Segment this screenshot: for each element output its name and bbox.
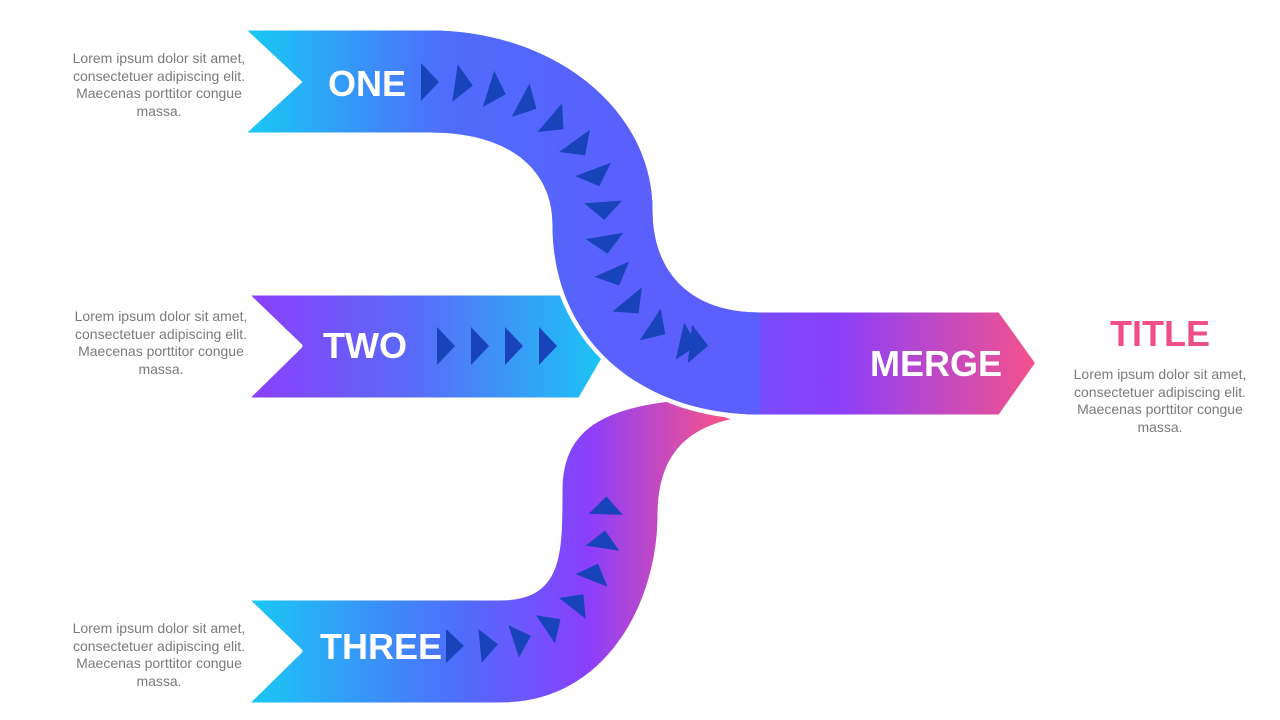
chevron-three [559,594,586,619]
chevron-one [420,63,439,101]
branch-three-shape [242,395,743,708]
chevrons-three [446,496,623,663]
chevron-three [575,563,608,587]
title-heading: TITLE [1110,313,1210,354]
branch-two-shape [242,290,615,403]
description-three: Lorem ipsum dolor sit amet, consectetuer… [72,620,246,689]
chevron-three [446,629,464,663]
title-description: Lorem ipsum dolor sit amet, consectetuer… [1073,366,1247,435]
label-one: ONE [328,63,406,104]
chevron-one [452,64,473,102]
chevron-three [536,615,561,644]
chevron-one [612,287,642,314]
chevron-one [537,103,564,132]
chevron-one [559,129,590,156]
label-two: TWO [323,325,407,366]
description-two: Lorem ipsum dolor sit amet, consectetuer… [74,308,248,377]
chevron-one [639,308,666,341]
chevron-one [688,325,708,363]
label-merge: MERGE [870,343,1002,384]
chevron-two [471,327,489,365]
chevron-three [508,625,531,658]
chevron-one [584,200,622,220]
chevron-one [575,162,611,187]
chevron-one [511,83,537,117]
description-one: Lorem ipsum dolor sit amet, consectetuer… [72,50,246,119]
chevron-two [437,327,455,365]
chevron-one [675,322,698,360]
chevrons-two [437,327,557,365]
chevron-one [585,232,624,254]
chevron-one [482,70,506,107]
branch-one-overlay [247,30,760,415]
chevron-three [585,530,620,551]
chevron-two [505,327,523,365]
title-block: TITLE Lorem ipsum dolor sit amet, consec… [1060,312,1260,436]
label-three: THREE [320,626,442,667]
chevron-two [539,327,557,365]
chevron-one [594,261,630,286]
chevrons-one [420,63,708,363]
chevron-three [478,629,498,663]
chevron-three [588,496,623,515]
